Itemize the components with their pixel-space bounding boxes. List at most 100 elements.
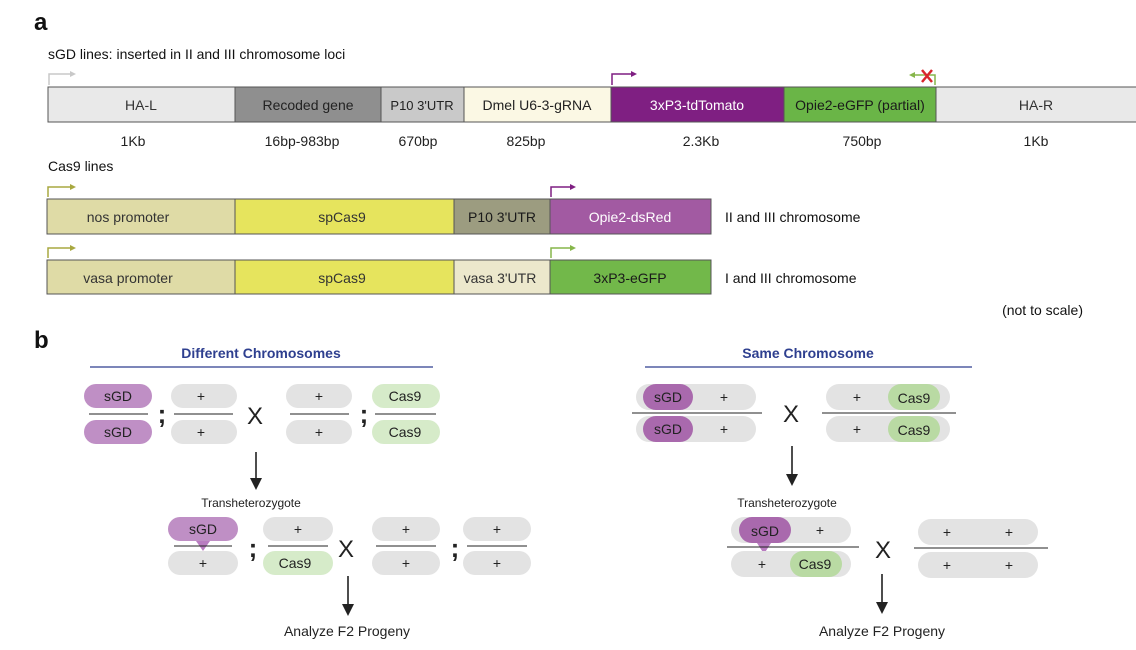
- sgd-segment-opie2-egfp: [783, 86, 937, 123]
- wildtype-allele-label: +: [493, 521, 501, 537]
- sgd-allele-pill: [84, 384, 152, 408]
- transheterozygote-label: Transheterozygote: [737, 496, 837, 510]
- arrowhead-icon: [342, 604, 354, 616]
- promoter-arrow-icon: [611, 73, 633, 85]
- wildtype-allele-label: +: [816, 522, 824, 538]
- panel-a-label: a: [34, 9, 48, 36]
- wildtype-allele-label: +: [402, 521, 410, 537]
- cas9-allele-pill: [888, 384, 940, 410]
- chromosome-separator: ;: [451, 533, 460, 563]
- cas9-segment-label: vasa promoter: [83, 270, 173, 286]
- promoter-arrow-icon: [570, 245, 576, 251]
- sgd-allele-label: sGD: [104, 424, 132, 440]
- sgd-segment-label: HA-R: [1019, 97, 1053, 113]
- sgd-segment-size: 1Kb: [121, 133, 146, 149]
- wildtype-allele-label: +: [197, 424, 205, 440]
- scheme-title: Same Chromosome: [742, 345, 874, 361]
- transheterozygote-label: Transheterozygote: [201, 496, 301, 510]
- sgd-allele-label: sGD: [654, 389, 682, 405]
- promoter-arrow-icon: [550, 247, 572, 258]
- sgd-segment-size: 750bp: [843, 133, 882, 149]
- sgd-allele-label: sGD: [751, 523, 779, 539]
- chromosome-separator: ;: [158, 399, 167, 429]
- cas9-segment-label: 3xP3-eGFP: [593, 270, 666, 286]
- sgd-allele-pill: [168, 517, 238, 541]
- grna-cut-marker-icon: [757, 543, 771, 554]
- disrupted-promoter-x-icon: [921, 69, 933, 83]
- promoter-arrow-icon: [550, 186, 572, 197]
- wildtype-allele-label: +: [197, 388, 205, 404]
- sgd-allele-pill: [643, 416, 693, 442]
- wildtype-allele-pill: [463, 517, 531, 541]
- cross-symbol: X: [783, 401, 799, 428]
- chromosome-separator: ;: [360, 399, 369, 429]
- wildtype-allele-pill: [372, 551, 440, 575]
- cas9-lines-title: Cas9 lines: [48, 158, 113, 174]
- sgd-construct: HA-L Recoded gene P10 3'UTR Dmel U6-3-gR…: [47, 69, 1136, 149]
- chromosome-pill: [918, 519, 1038, 545]
- cross-symbol: X: [247, 403, 263, 430]
- chromosome-pill: [918, 552, 1038, 578]
- wildtype-allele-pill: [286, 384, 352, 408]
- cas9-construct-nos: nos promoter spCas9 P10 3'UTR Opie2-dsRe…: [46, 184, 861, 235]
- wildtype-allele-label: +: [315, 424, 323, 440]
- sgd-segment-size: 1Kb: [1024, 133, 1049, 149]
- cas9-allele-pill: [790, 551, 842, 577]
- analyze-progeny-label: Analyze F2 Progeny: [819, 623, 945, 639]
- sgd-allele-label: sGD: [654, 421, 682, 437]
- wildtype-allele-pill: [171, 384, 237, 408]
- sgd-segment-ha-l: [47, 86, 236, 123]
- chromosome-separator: ;: [249, 533, 258, 563]
- cas9-allele-pill: [372, 420, 440, 444]
- cas9-allele-label: Cas9: [279, 555, 312, 571]
- reverse-promoter-arrow-icon: [913, 74, 936, 85]
- wildtype-allele-pill: [171, 420, 237, 444]
- scheme-title: Different Chromosomes: [181, 345, 341, 361]
- sgd-segment-size: 825bp: [507, 133, 546, 149]
- promoter-arrow-icon: [631, 71, 637, 77]
- promoter-arrow-icon: [70, 245, 76, 251]
- sgd-segment-label: P10 3'UTR: [390, 98, 453, 113]
- wildtype-allele-label: +: [853, 421, 861, 437]
- promoter-arrow-icon: [47, 186, 72, 197]
- cas9-segment: [549, 198, 712, 235]
- cross-symbol: X: [875, 537, 891, 564]
- sgd-segment-ha-r: [935, 86, 1136, 123]
- cas9-allele-label: Cas9: [389, 424, 422, 440]
- cas9-segment: [453, 259, 551, 295]
- reverse-promoter-arrow-icon: [909, 72, 915, 78]
- sgd-allele-pill: [643, 384, 693, 410]
- sgd-segment-p10-utr: [380, 86, 465, 123]
- different-chromosomes-scheme: Different Chromosomes sGD sGD ; + + X + …: [84, 345, 531, 639]
- panel-b-label: b: [34, 327, 49, 354]
- analyze-progeny-label: Analyze F2 Progeny: [284, 623, 410, 639]
- cas9-allele-label: Cas9: [389, 388, 422, 404]
- wildtype-allele-label: +: [943, 557, 951, 573]
- wildtype-allele-pill: [372, 517, 440, 541]
- cas9-segment-label: nos promoter: [87, 209, 170, 225]
- promoter-arrow-icon: [570, 184, 576, 190]
- scale-note: (not to scale): [1002, 302, 1083, 318]
- sgd-segment-label: 3xP3-tdTomato: [650, 97, 744, 113]
- wildtype-allele-label: +: [315, 388, 323, 404]
- sgd-allele-pill: [84, 420, 152, 444]
- cas9-allele-label: Cas9: [799, 556, 832, 572]
- wildtype-allele-label: +: [1005, 524, 1013, 540]
- wildtype-allele-pill: [263, 517, 333, 541]
- sgd-segment-label: HA-L: [125, 97, 157, 113]
- chromosome-label: I and III chromosome: [725, 270, 857, 286]
- wildtype-allele-label: +: [720, 421, 728, 437]
- sgd-segment-label: Dmel U6-3-gRNA: [483, 97, 593, 113]
- sgd-segment-size: 670bp: [399, 133, 438, 149]
- wildtype-allele-pill: [286, 420, 352, 444]
- cas9-allele-label: Cas9: [898, 422, 931, 438]
- cas9-segment-label: Opie2-dsRed: [589, 209, 672, 225]
- arrowhead-icon: [250, 478, 262, 490]
- cas9-allele-label: Cas9: [898, 390, 931, 406]
- cross-symbol: X: [338, 536, 354, 563]
- promoter-arrow-icon: [47, 247, 72, 258]
- wildtype-allele-label: +: [853, 389, 861, 405]
- cas9-segment-label: spCas9: [318, 209, 366, 225]
- same-chromosome-scheme: Same Chromosome sGD + sGD + X + Cas9 + C…: [632, 345, 1048, 639]
